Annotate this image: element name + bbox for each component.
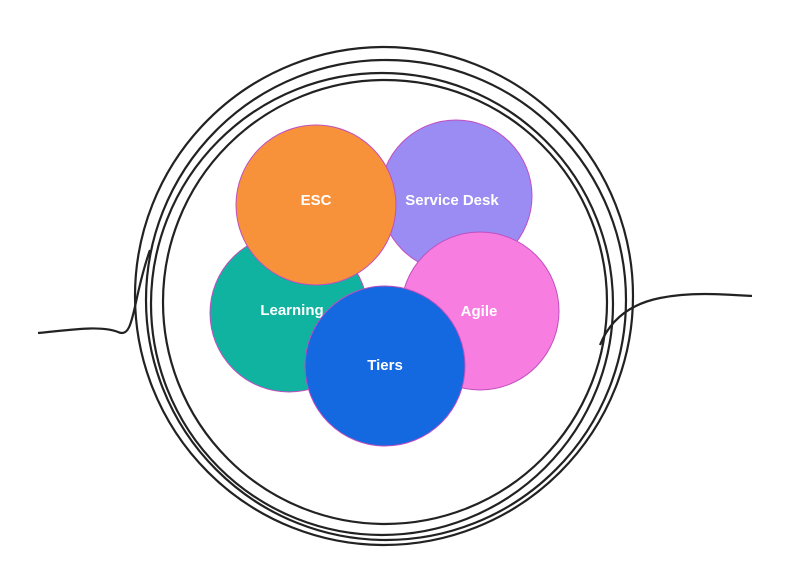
coil-line-left — [37, 249, 152, 335]
esc-circle — [235, 124, 397, 286]
coil-ring-2 — [144, 58, 628, 542]
coil-lines — [37, 45, 753, 547]
circle-tiers: Tiers — [304, 285, 466, 447]
learning-label: Learning — [260, 302, 323, 319]
coil-ring-4 — [161, 78, 609, 526]
coil-ring-1 — [133, 45, 635, 547]
agile-label: Agile — [461, 303, 498, 320]
esc-label: ESC — [301, 192, 332, 209]
tiers-circle — [304, 285, 466, 447]
coil-ring-3 — [149, 71, 615, 537]
tiers-label: Tiers — [367, 357, 403, 374]
service-desk-label: Service Desk — [405, 192, 499, 209]
circle-esc: ESC — [235, 124, 397, 286]
